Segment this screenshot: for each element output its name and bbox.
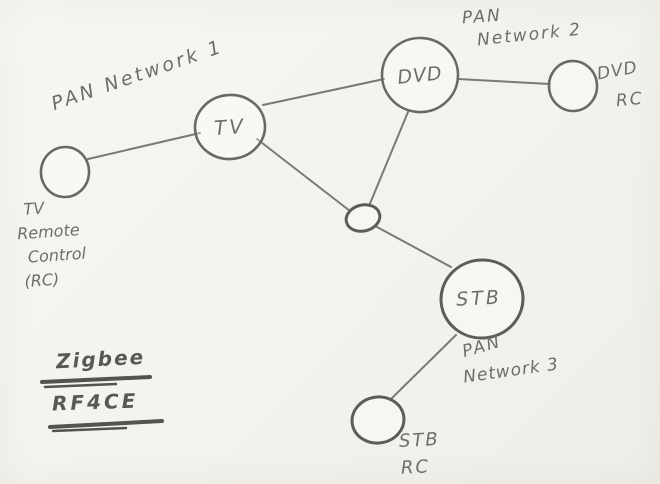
stb-rc-label-line1: STB: [398, 428, 441, 453]
edge-tv-dvd: [262, 78, 385, 106]
zigbee-underline: [40, 375, 152, 384]
relay-node-circle: [344, 203, 382, 233]
dvd-node-label: DVD: [396, 62, 444, 89]
rf4ce-underline: [48, 419, 164, 429]
stb-node-label: STB: [455, 286, 503, 311]
stb-rc-label-line2: RC: [400, 456, 431, 479]
dvd-rc-label-line2: RC: [615, 88, 645, 112]
edge-tvrc-tv: [87, 132, 201, 160]
dvd-rc-node-circle: [547, 59, 599, 113]
tv-rc-label: TV Remote Control (RC): [15, 194, 89, 294]
edge-stb-stbrc: [389, 334, 457, 401]
dvd-node-circle: [380, 36, 460, 114]
stb-node-circle: [439, 258, 525, 340]
edge-relay-stb: [376, 226, 452, 268]
edge-dvd-dvdrc: [457, 78, 551, 85]
edge-tv-relay: [256, 138, 351, 212]
tv-rc-label-line3: Control: [27, 243, 87, 267]
tv-rc-label-line4: (RC): [23, 269, 60, 291]
stb-rc-node-circle: [350, 395, 406, 445]
tv-node-circle: [193, 93, 267, 161]
pan-network-2-label-line1: PAN: [461, 5, 503, 29]
rf4ce-underline-2: [51, 426, 128, 433]
tv-rc-node-circle: [39, 145, 91, 199]
zigbee-underline-2: [43, 382, 118, 389]
tv-node-label: TV: [213, 113, 247, 141]
legend-zigbee-label: Zigbee: [55, 344, 146, 374]
legend-rf4ce-label: RF4CE: [51, 388, 139, 416]
edge-dvd-relay: [368, 111, 409, 207]
